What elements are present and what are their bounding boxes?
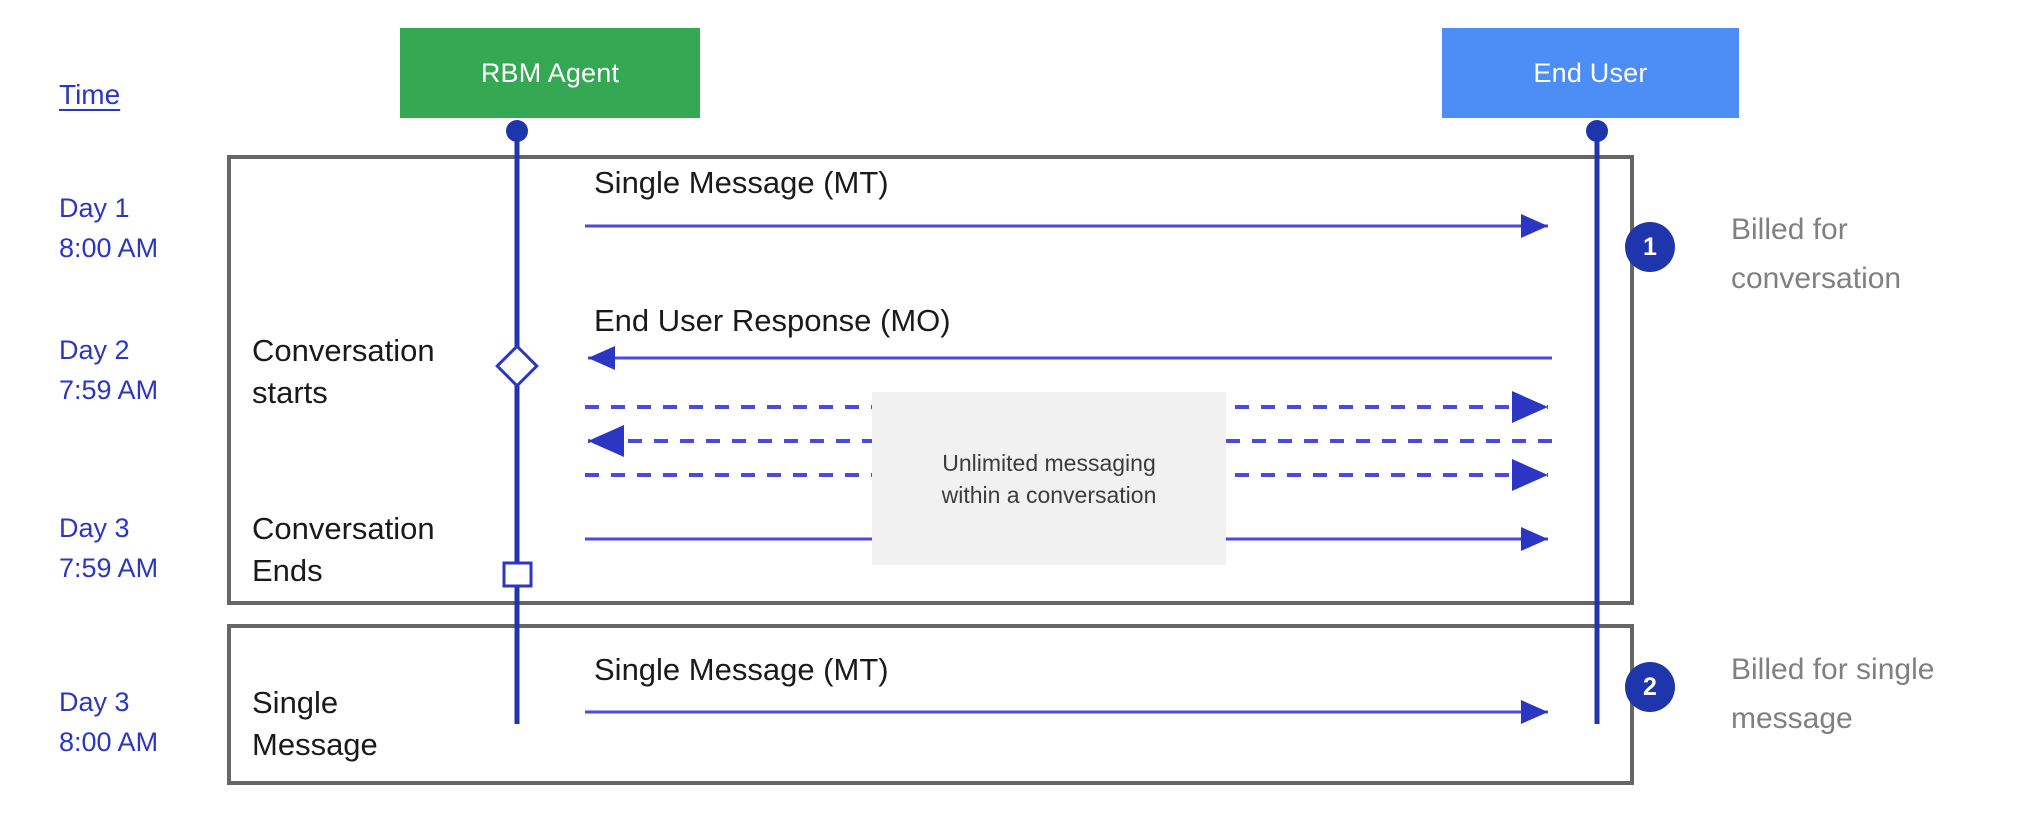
marker-conversation-ends-square bbox=[502, 561, 533, 588]
frame-single-message bbox=[227, 624, 1634, 785]
note-unlimited-messaging: Unlimited messaging within a conversatio… bbox=[872, 392, 1226, 565]
frame-conversation bbox=[227, 155, 1634, 605]
actor-label-end-user: End User bbox=[1533, 57, 1648, 88]
billing-badge-1-number: 1 bbox=[1643, 232, 1657, 261]
time-label-day1-800am: Day 1 8:00 AM bbox=[59, 193, 159, 263]
message-label-mt-1: Single Message (MT) bbox=[594, 165, 889, 200]
billing-text-2: Billed for single message bbox=[1731, 653, 1935, 735]
message-label-mt-3: Single Message (MT) bbox=[594, 652, 889, 687]
time-label-day3-800am: Day 3 8:00 AM bbox=[59, 687, 159, 757]
phase-label-conversation-starts: Conversation starts bbox=[252, 333, 435, 410]
billing-badge-2-number: 2 bbox=[1643, 672, 1657, 701]
marker-conversation-starts-diamond bbox=[495, 344, 539, 388]
phase-label-conversation-ends: Conversation Ends bbox=[252, 511, 435, 588]
lifeline-head-rbm-agent bbox=[506, 120, 528, 142]
billing-text-1: Billed for conversation bbox=[1731, 213, 1902, 295]
actor-label-rbm-agent: RBM Agent bbox=[480, 57, 620, 88]
lifeline-head-end-user bbox=[1586, 120, 1608, 142]
billing-badge-1[interactable]: 1 bbox=[1625, 222, 1675, 272]
time-label-day3-759am: Day 3 7:59 AM bbox=[59, 513, 159, 583]
phase-label-single-message: Single Message bbox=[252, 685, 378, 762]
actor-box-end-user[interactable]: End User bbox=[1442, 28, 1739, 118]
time-column-header: Time bbox=[59, 79, 121, 110]
billing-badge-2[interactable]: 2 bbox=[1625, 662, 1675, 712]
message-label-mo-1: End User Response (MO) bbox=[594, 303, 951, 338]
time-label-day2-759am: Day 2 7:59 AM bbox=[59, 335, 159, 405]
actor-box-rbm-agent[interactable]: RBM Agent bbox=[400, 28, 700, 118]
note-unlimited-messaging-text: Unlimited messaging within a conversatio… bbox=[941, 449, 1157, 508]
